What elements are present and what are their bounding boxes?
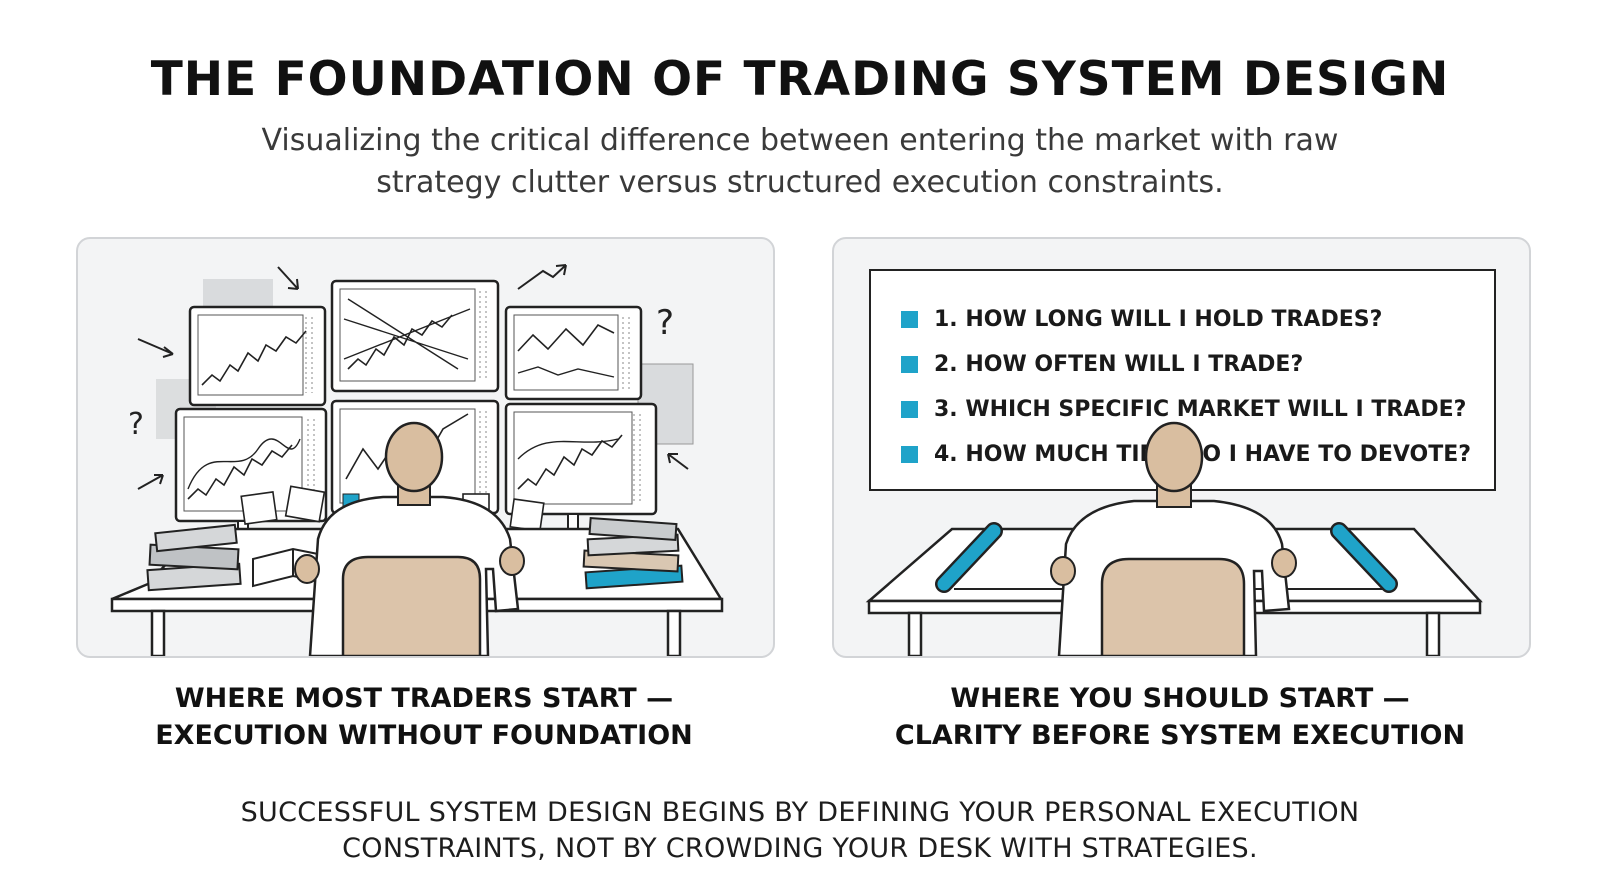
trader-figure: [294, 421, 525, 656]
left-caption: WHERE MOST TRADERS START — EXECUTION WIT…: [64, 680, 784, 754]
footer-line: CONSTRAINTS, NOT BY CROWDING YOUR DESK W…: [342, 833, 1258, 864]
chair-icon: [1100, 557, 1246, 656]
subtitle-line: Visualizing the critical difference betw…: [261, 123, 1339, 158]
clarity-panel: 1. HOW LONG WILL I HOLD TRADES? 2. HOW O…: [832, 237, 1531, 658]
question-item: 1. HOW LONG WILL I HOLD TRADES?: [901, 297, 1494, 342]
page-subtitle: Visualizing the critical difference betw…: [200, 120, 1400, 204]
square-bullet-icon: [901, 446, 918, 463]
square-bullet-icon: [901, 356, 918, 373]
monitor-icon: [504, 305, 643, 401]
square-bullet-icon: [901, 401, 918, 418]
question-mark-icon: ?: [656, 303, 674, 343]
caption-line: EXECUTION WITHOUT FOUNDATION: [155, 720, 693, 751]
footer-line: SUCCESSFUL SYSTEM DESIGN BEGINS BY DEFIN…: [240, 797, 1360, 828]
caption-line: WHERE MOST TRADERS START —: [174, 683, 674, 714]
question-item: 2. HOW OFTEN WILL I TRADE?: [901, 342, 1494, 387]
page-title: THE FOUNDATION OF TRADING SYSTEM DESIGN: [150, 52, 1450, 107]
caption-line: WHERE YOU SHOULD START —: [950, 683, 1410, 714]
monitor-icon: [174, 407, 328, 550]
trader-figure: [1050, 421, 1297, 656]
question-item: 3. WHICH SPECIFIC MARKET WILL I TRADE?: [901, 387, 1494, 432]
cluttered-desk-panel: ? ?: [76, 237, 775, 658]
question-text: 2. HOW OFTEN WILL I TRADE?: [934, 352, 1304, 377]
book-stack-icon: [582, 516, 684, 590]
blueprint-roll-icon: [935, 522, 1003, 593]
monitor-icon: [504, 402, 658, 537]
right-caption: WHERE YOU SHOULD START — CLARITY BEFORE …: [820, 680, 1540, 754]
monitor-icon: [330, 279, 500, 393]
book-stack-icon: [146, 523, 334, 592]
caption-line: CLARITY BEFORE SYSTEM EXECUTION: [894, 720, 1466, 751]
question-mark-icon: ?: [128, 407, 144, 442]
arrow-icon: [137, 264, 689, 490]
question-text: 3. WHICH SPECIFIC MARKET WILL I TRADE?: [934, 397, 1467, 422]
chair-icon: [341, 555, 482, 656]
monitor-icon: [188, 305, 327, 407]
blueprint-roll-icon: [1330, 522, 1398, 593]
subtitle-line: strategy clutter versus structured execu…: [376, 165, 1224, 200]
question-text: 1. HOW LONG WILL I HOLD TRADES?: [934, 307, 1383, 332]
footer-statement: SUCCESSFUL SYSTEM DESIGN BEGINS BY DEFIN…: [150, 795, 1450, 867]
square-bullet-icon: [901, 311, 918, 328]
